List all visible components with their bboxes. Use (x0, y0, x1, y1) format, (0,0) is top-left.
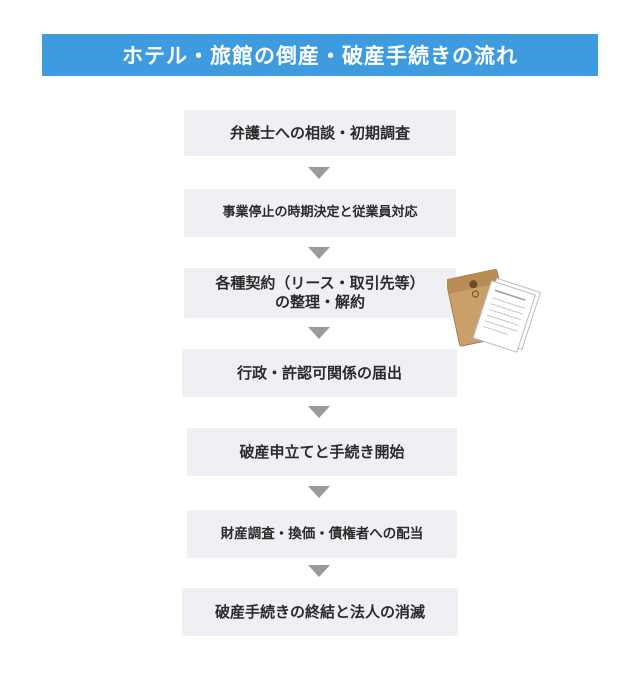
step-notifications: 行政・許認可関係の届出 (182, 349, 457, 397)
step-filing-label: 破産申立てと手続き開始 (239, 442, 405, 461)
step-business-halt-label: 事業停止の時期決定と従業員対応 (222, 204, 418, 220)
page-title: ホテル・旅館の倒産・破産手続きの流れ (42, 34, 598, 76)
step-asset-distribution-label: 財産調査・換価・債権者への配当 (220, 525, 424, 542)
step-business-halt: 事業停止の時期決定と従業員対応 (184, 189, 456, 237)
arrow-down-icon (308, 327, 330, 339)
step-conclusion: 破産手続きの終結と法人の消滅 (182, 588, 458, 636)
step-filing: 破産申立てと手続き開始 (187, 428, 457, 476)
step-consultation-label: 弁護士への相談・初期調査 (229, 123, 410, 142)
arrow-down-icon (308, 486, 330, 498)
step-conclusion-label: 破産手続きの終結と法人の消滅 (214, 602, 425, 621)
step-contracts-label: 各種契約（リース・取引先等）の整理・解約 (215, 274, 425, 311)
step-notifications-label: 行政・許認可関係の届出 (236, 363, 402, 382)
step-consultation: 弁護士への相談・初期調査 (184, 110, 456, 156)
arrow-down-icon (308, 247, 330, 259)
arrow-down-icon (308, 565, 330, 577)
arrow-down-icon (308, 406, 330, 418)
arrow-down-icon (308, 167, 330, 179)
document-envelope-icon (447, 268, 542, 353)
step-asset-distribution: 財産調査・換価・債権者への配当 (187, 510, 457, 558)
step-contracts: 各種契約（リース・取引先等）の整理・解約 (184, 268, 456, 318)
